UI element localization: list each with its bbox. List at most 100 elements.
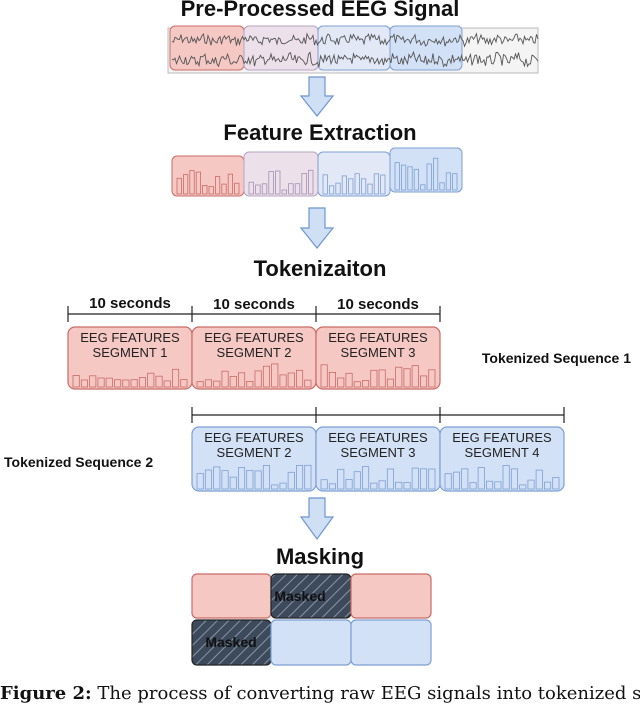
histogram-bar <box>204 379 213 388</box>
histogram-bar <box>122 379 130 388</box>
histogram-bar <box>444 473 452 490</box>
masked-label: Masked <box>205 634 256 650</box>
histogram-bar <box>254 370 262 388</box>
token-segment <box>439 426 565 492</box>
segment-line1: EEG FEATURES <box>452 430 552 445</box>
histogram-bar <box>196 381 204 388</box>
caption-label: Figure 2: <box>0 683 92 704</box>
histogram-bar <box>535 469 543 490</box>
histogram-bar <box>72 374 80 388</box>
eeg-waveform-1 <box>171 32 539 48</box>
feature-histogram <box>176 157 458 195</box>
sequence-2-timeline <box>191 407 565 423</box>
histogram-bar <box>213 466 221 490</box>
masking-title: Masking <box>275 544 365 569</box>
histogram-bar <box>287 372 295 388</box>
histogram-bar <box>246 380 254 388</box>
histogram-bar <box>445 172 452 191</box>
sequence-1-label: Tokenized Sequence 1 <box>482 350 631 366</box>
histogram-bar <box>208 186 214 195</box>
histogram-bar <box>307 169 314 195</box>
histogram-bar <box>361 380 370 388</box>
token-cell <box>191 573 272 619</box>
histogram-bar <box>138 377 147 388</box>
histogram-bar <box>248 181 254 195</box>
histogram-bar <box>395 481 403 490</box>
segment-line2: SEGMENT 3 <box>341 445 416 460</box>
histogram-bar <box>202 184 208 195</box>
duration-label: 10 seconds <box>213 296 295 313</box>
feature-window-3 <box>317 151 391 197</box>
histogram-bar <box>234 182 240 195</box>
histogram-bar <box>221 370 229 388</box>
histogram-bar <box>367 183 373 195</box>
tokenization-title: Tokenizaiton <box>253 256 387 281</box>
histogram-bar <box>262 365 270 388</box>
duration-label: 10 seconds <box>89 295 171 312</box>
duration-label: 10 seconds <box>337 296 419 313</box>
histogram-bar <box>452 471 460 490</box>
histogram-bar <box>189 170 195 195</box>
histogram-bar <box>420 184 426 191</box>
histogram-bar <box>432 157 439 191</box>
histogram-bar <box>279 482 287 490</box>
histogram-bar <box>80 379 89 388</box>
histogram-bar <box>281 189 287 195</box>
histogram-bar <box>403 368 411 388</box>
histogram-bar <box>337 377 345 388</box>
histogram-bar <box>494 481 502 490</box>
histogram-bar <box>439 182 445 191</box>
histogram-bar <box>527 479 535 490</box>
histogram-bar <box>221 470 229 490</box>
down-arrow-icon <box>299 497 335 541</box>
down-arrow-icon <box>299 76 335 117</box>
down-arrow-icon <box>299 207 335 249</box>
segment-line1: EEG FEATURES <box>204 330 304 345</box>
histogram-bar <box>295 369 304 388</box>
histogram-bar <box>386 468 394 490</box>
histogram-bar <box>328 371 336 388</box>
histogram-bar <box>353 381 361 388</box>
masked-label: Masked <box>274 588 325 604</box>
segment-line1: EEG FEATURES <box>204 430 304 445</box>
segment-line1: EEG FEATURES <box>80 330 180 345</box>
histogram-bar <box>182 174 189 195</box>
histogram-bar <box>261 183 268 195</box>
histogram-bar <box>426 163 432 191</box>
histogram-bar <box>335 182 341 195</box>
histogram-bar <box>279 374 287 388</box>
histogram-bar <box>254 470 262 490</box>
histogram-bar <box>341 175 348 195</box>
histogram-bar <box>386 378 394 388</box>
segment-line1: EEG FEATURES <box>328 430 428 445</box>
histogram-bar <box>255 184 261 195</box>
histogram-bar <box>337 468 345 490</box>
histogram-bar <box>229 476 237 490</box>
histogram-bar <box>171 368 180 388</box>
histogram-bar <box>519 484 527 490</box>
histogram-bar <box>295 465 304 490</box>
histogram-bar <box>461 468 469 490</box>
masking-grid: Masked Masked <box>191 573 432 666</box>
feature-panel <box>171 147 463 197</box>
histogram-bar <box>411 467 419 490</box>
preprocessed-title: Pre-Processed EEG Signal <box>180 0 460 21</box>
histogram-bar <box>395 366 403 388</box>
histogram-bar <box>304 464 312 490</box>
histogram-bar <box>407 166 413 191</box>
histogram-bar <box>301 172 307 195</box>
histogram-bar <box>378 480 386 490</box>
histogram-bar <box>394 162 400 191</box>
histogram-bar <box>328 185 335 195</box>
histogram-bar <box>485 480 494 490</box>
segment-line2: SEGMENT 1 <box>93 345 168 360</box>
histogram-bar <box>288 183 294 195</box>
segment-line2: SEGMENT 2 <box>217 345 292 360</box>
histogram-bar <box>214 176 221 195</box>
histogram-bar <box>268 171 274 195</box>
histogram-bar <box>345 478 353 490</box>
histogram-bar <box>176 177 182 195</box>
histogram-bar <box>413 168 420 191</box>
histogram-bar <box>180 379 188 388</box>
histogram-bar <box>320 479 328 490</box>
